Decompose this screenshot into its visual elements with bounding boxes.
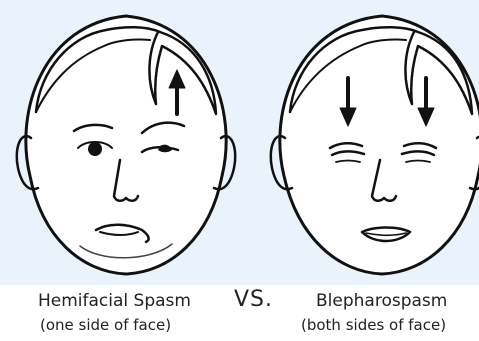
left-title: Hemifacial Spasm: [38, 291, 191, 311]
faces-illustration: [0, 0, 479, 285]
right-subtitle: (both sides of face): [301, 316, 446, 334]
face-left-illustration: [17, 16, 235, 274]
right-title: Blepharospasm: [316, 291, 447, 311]
vs-label: VS.: [234, 287, 273, 312]
face-right-illustration: [271, 16, 479, 274]
left-subtitle: (one side of face): [40, 316, 171, 334]
